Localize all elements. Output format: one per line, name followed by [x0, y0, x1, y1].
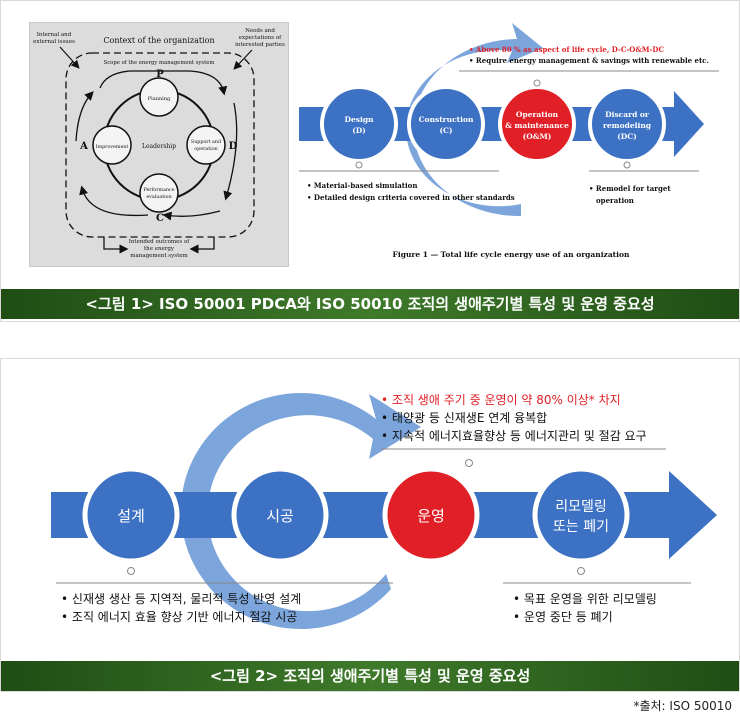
- stage-operation-line2: & maintenance: [505, 121, 569, 130]
- pdca-svg: Context of the organization Internal and…: [33, 28, 285, 259]
- context-title: Context of the organization: [103, 36, 214, 45]
- needs-line2: expectations of: [239, 35, 282, 41]
- stage-discard-circle: [588, 85, 666, 163]
- panel2-caption: <그림 2> 조직의 생애주기별 특성 및 운영 중요성: [1, 661, 739, 691]
- panel1-caption: <그림 1> ISO 50001 PDCA와 ISO 50010 조직의 생애주…: [1, 289, 739, 319]
- bullet-ko-design: • 신재생 생산 등 지역적, 물리적 특성 반영 설계: [61, 592, 301, 606]
- support-label-line2: operation: [194, 146, 217, 152]
- cycle-arrow-2: [180, 393, 421, 630]
- performance-label-line2: evaluation: [146, 194, 171, 200]
- cycle-arrow: [405, 23, 543, 217]
- stage-operation-ko: 운영: [417, 507, 445, 525]
- stage-design-line2: (D): [352, 126, 366, 135]
- pdca-diagram: Context of the organization Internal and…: [29, 22, 289, 267]
- internal-issues-line1: Internal and: [37, 32, 72, 38]
- bullet-ko-construction: • 조직 에너지 효율 향상 기반 에너지 절감 시공: [61, 610, 297, 624]
- stage-discard-line3: (DC): [617, 132, 637, 141]
- stage-operation-circle-ko: [382, 466, 480, 564]
- leadership-label: Leadership: [142, 143, 176, 150]
- context-boundary: [65, 52, 255, 238]
- stage-design-circle-ko: [82, 466, 180, 564]
- needs-line1: Needs and: [245, 28, 275, 34]
- pdca-letter-a: A: [79, 141, 88, 152]
- bullet-ko-discard: • 운영 중단 등 폐기: [513, 610, 613, 624]
- internal-issues-line2: external issues: [33, 39, 75, 45]
- improvement-node: [92, 125, 132, 165]
- pdca-letter-d: D: [229, 141, 238, 152]
- stage-remodel-ko-line1: 리모델링: [555, 499, 607, 515]
- figure2-panel: 설계 시공 운영 리모델링 또는 폐기 • 조직 생애 주기 중 운영이 약 8…: [0, 358, 740, 692]
- stage-design-ko: 설계: [117, 507, 145, 525]
- stage-design-circle: [320, 85, 398, 163]
- stage-remodel-ko-line2: 또는 폐기: [553, 519, 609, 535]
- planning-node: [139, 77, 179, 117]
- stage-operation-circle: [498, 85, 576, 163]
- support-node: [186, 125, 226, 165]
- support-label-line1: Support and: [191, 139, 221, 145]
- scope-label: Scope of the energy management system: [104, 60, 215, 66]
- stage-design-line1: Design: [344, 115, 374, 124]
- stage-discard-line1: Discard or: [605, 110, 650, 119]
- bullet-simulation: • Material-based simulation: [307, 181, 417, 190]
- pdca-letter-c: C: [156, 213, 164, 224]
- outcomes-line2: the energy: [144, 246, 175, 252]
- stage-construction-circle: [407, 85, 485, 163]
- planning-label: Planning: [148, 96, 171, 102]
- stage-operation-line3: (O&M): [523, 132, 552, 141]
- note-efficiency: • 지속적 에너지효율향상 등 에너지관리 및 절감 요구: [381, 429, 647, 443]
- improvement-label: Improvement: [96, 144, 129, 150]
- bullet-remodel-line1: • Remodel for target: [589, 184, 671, 193]
- bullet-ko-remodel: • 목표 운영을 위한 리모델링: [513, 592, 657, 606]
- performance-label-line1: Performance: [143, 187, 174, 193]
- stage-discard-line2: remodeling: [603, 121, 652, 130]
- source-note: *출처: ISO 50010: [633, 699, 732, 713]
- figure1-caption: Figure 1 — Total life cycle energy use o…: [393, 250, 630, 259]
- note-operation-80: • 조직 생애 주기 중 운영이 약 80% 이상* 차지: [381, 392, 621, 407]
- outcomes-line1: Intended outcomes of: [129, 239, 191, 245]
- lifecycle-diagram-2: 설계 시공 운영 리모델링 또는 폐기 • 조직 생애 주기 중 운영이 약 8…: [51, 392, 717, 630]
- note-above-80: • Above 80 % as aspect of life cycle, D-…: [469, 45, 664, 54]
- stage-construction-ko: 시공: [266, 507, 294, 525]
- needs-line3: interested parties: [235, 42, 285, 48]
- stage-construction-line2: (C): [439, 126, 452, 135]
- bullet-remodel-line2: operation: [596, 196, 634, 205]
- stage-remodel-circle-ko: [532, 466, 630, 564]
- note-require-energy: • Require energy management & savings wi…: [469, 56, 709, 65]
- figure1-panel: Context of the organization Internal and…: [0, 0, 740, 322]
- lifecycle-diagram-1: Design (D) Construction (C) Operation & …: [299, 23, 719, 259]
- stage-construction-line1: Construction: [419, 115, 474, 124]
- stage-operation-line1: Operation: [516, 110, 559, 119]
- outcomes-line3: management system: [130, 253, 188, 259]
- note-renewable: • 태양광 등 신재생E 연계 융복합: [381, 411, 547, 425]
- pdca-letter-p: P: [156, 69, 164, 80]
- bullet-design-criteria: • Detailed design criteria covered in ot…: [307, 193, 515, 202]
- stage-construction-circle-ko: [231, 466, 329, 564]
- performance-node: [139, 173, 179, 213]
